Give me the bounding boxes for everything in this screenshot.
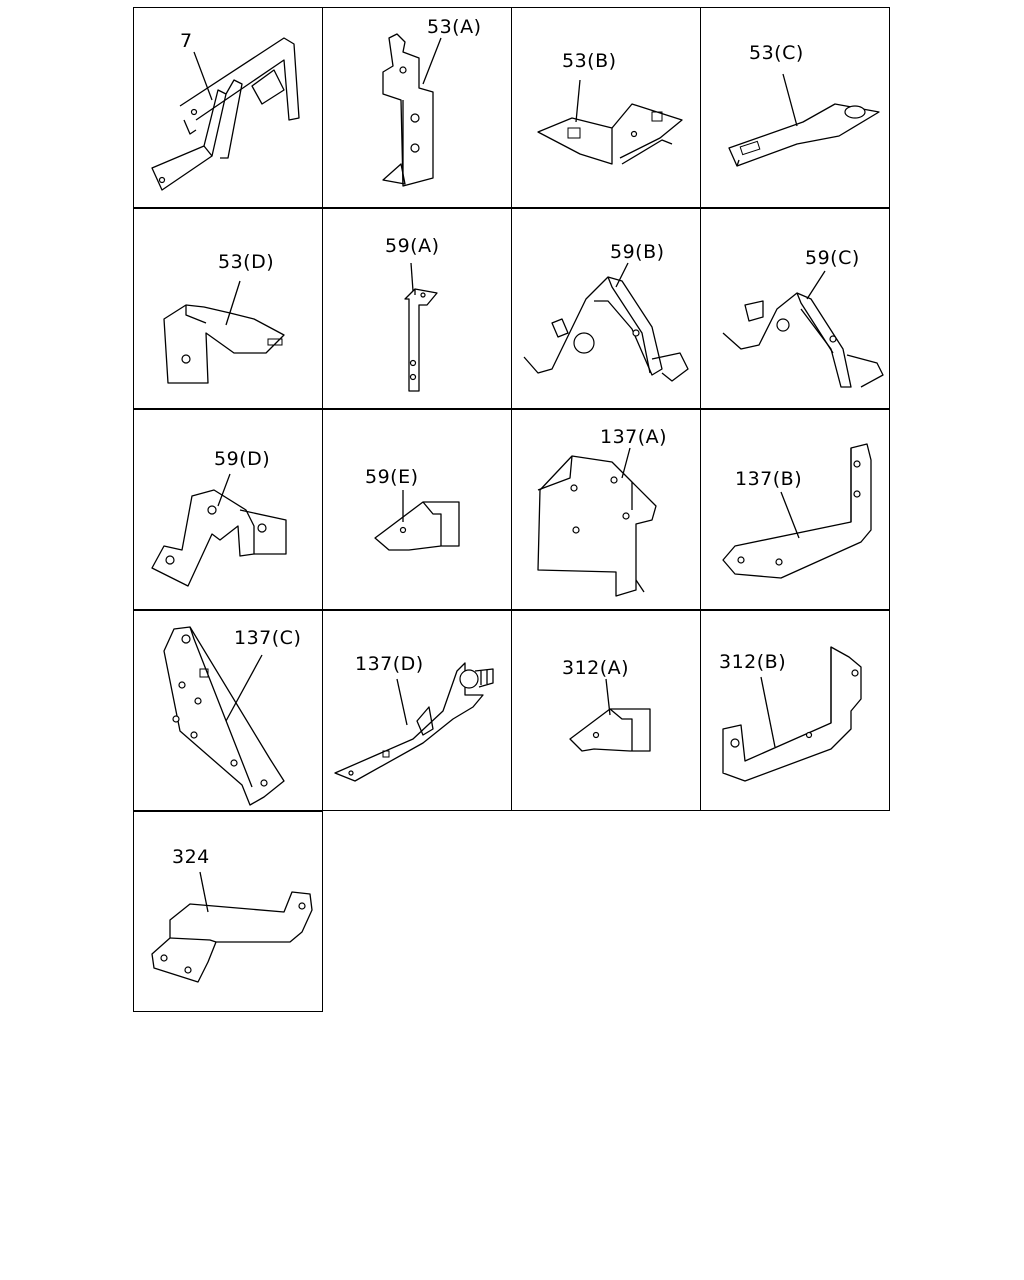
part-label: 53(C) — [749, 42, 804, 64]
part-label: 312(A) — [562, 657, 630, 679]
bracket-312b-drawing — [722, 646, 862, 782]
part-label: 59(E) — [365, 466, 419, 488]
part-cell-59a[interactable]: 59(A) — [322, 208, 512, 409]
part-cell-137c[interactable]: 137(C) — [133, 610, 323, 811]
part-cell-312b[interactable]: 312(B) — [700, 610, 890, 811]
part-cell-59c[interactable]: 59(C) — [700, 208, 890, 409]
bracket-324-drawing — [151, 871, 313, 983]
part-label: 53(D) — [218, 251, 275, 273]
part-cell-59b[interactable]: 59(B) — [511, 208, 701, 409]
bracket-137a-drawing — [537, 447, 657, 597]
part-label: 137(C) — [234, 627, 302, 649]
part-label: 53(B) — [562, 50, 617, 72]
part-cell-137b[interactable]: 137(B) — [700, 409, 890, 610]
part-label: 137(B) — [735, 468, 803, 490]
bracket-312a-drawing — [569, 678, 651, 752]
part-label: 324 — [172, 846, 210, 868]
bracket-53b-drawing — [537, 79, 683, 165]
part-label: 137(A) — [600, 426, 668, 448]
part-cell-53d[interactable]: 53(D) — [133, 208, 323, 409]
bracket-53a-drawing — [382, 33, 442, 187]
part-cell-53b[interactable]: 53(B) — [511, 7, 701, 208]
bracket-53d-drawing — [163, 280, 285, 384]
part-cell-137a[interactable]: 137(A) — [511, 409, 701, 610]
part-label: 59(D) — [214, 448, 271, 470]
bracket-53c-drawing — [728, 73, 880, 167]
bracket-59a-drawing — [404, 262, 438, 392]
part-cell-53c[interactable]: 53(C) — [700, 7, 890, 208]
part-label: 7 — [180, 30, 193, 52]
part-label: 312(B) — [719, 651, 787, 673]
bracket-59b-drawing — [523, 262, 689, 382]
bracket-137d-drawing — [334, 662, 494, 782]
part-label: 59(A) — [385, 235, 440, 257]
part-cell-324[interactable]: 324 — [133, 811, 323, 1012]
part-label: 59(B) — [610, 241, 665, 263]
part-label: 53(A) — [427, 16, 482, 38]
part-cell-312a[interactable]: 312(A) — [511, 610, 701, 811]
part-label: 137(D) — [355, 653, 424, 675]
bracket-59d-drawing — [151, 473, 287, 587]
bracket-59c-drawing — [722, 270, 884, 388]
bracket-59e-drawing — [374, 490, 460, 551]
part-cell-7[interactable]: 7 — [133, 7, 323, 208]
part-cell-53a[interactable]: 53(A) — [322, 7, 512, 208]
part-cell-137d[interactable]: 137(D) — [322, 610, 512, 811]
bracket-7-drawing — [151, 37, 300, 191]
part-cell-59e[interactable]: 59(E) — [322, 409, 512, 610]
part-label: 59(C) — [805, 247, 860, 269]
bracket-137c-drawing — [163, 626, 285, 806]
part-cell-59d[interactable]: 59(D) — [133, 409, 323, 610]
bracket-137b-drawing — [722, 443, 872, 579]
